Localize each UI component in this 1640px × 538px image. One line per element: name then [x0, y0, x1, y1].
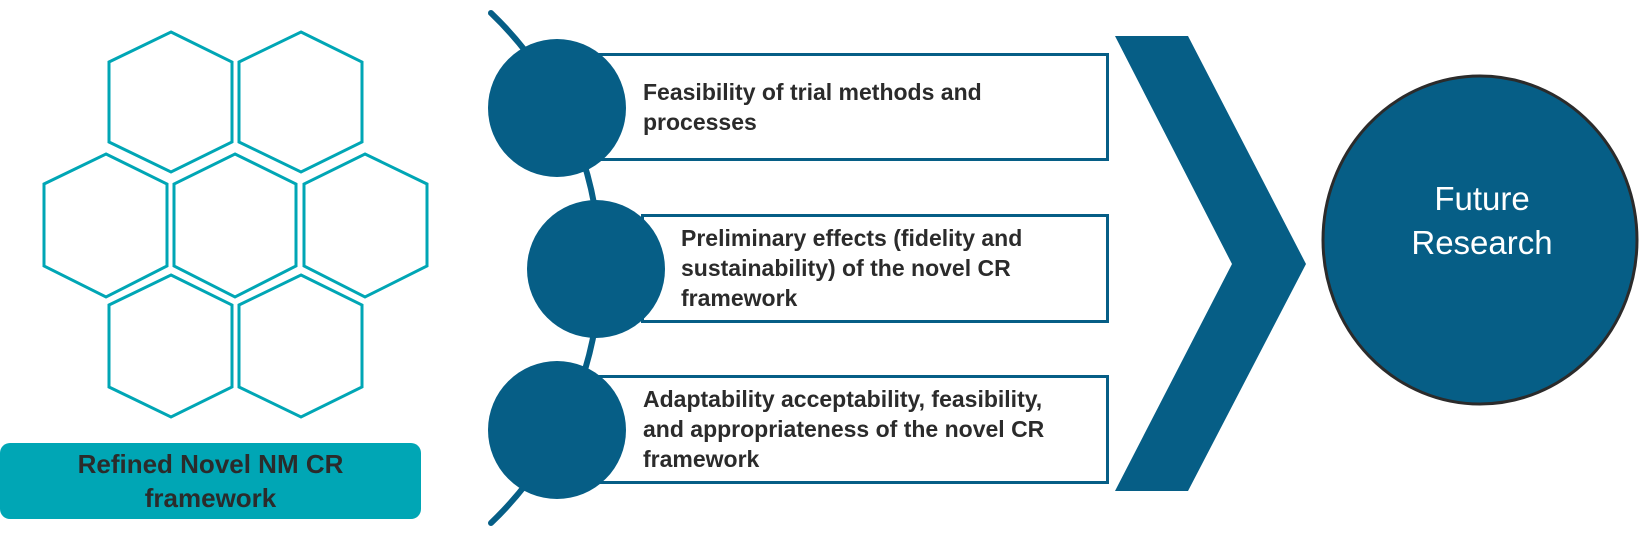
hexagon-icon — [42, 152, 169, 299]
framework-label: Refined Novel NM CR framework — [0, 443, 421, 519]
chevron-right-icon — [1115, 36, 1306, 491]
hexagon-cluster — [42, 30, 429, 419]
item-text-2: Preliminary effects (fidelity and sustai… — [681, 225, 1023, 311]
item-text-1: Feasibility of trial methods and process… — [643, 79, 982, 135]
hexagon-icon — [237, 273, 364, 419]
item-box-3 — [597, 375, 1109, 484]
hexagon-icon — [302, 152, 429, 299]
hexagon-icon — [107, 30, 234, 174]
item-text-3: Adaptability acceptability, feasibility,… — [643, 386, 1045, 472]
future-research-circle — [1321, 74, 1639, 406]
item-box-1 — [597, 53, 1109, 161]
hexagon-icon — [172, 152, 298, 299]
framework-label-text: Refined Novel NM CR framework — [77, 449, 344, 513]
bullet-circle-1 — [488, 39, 626, 177]
item-box-2 — [641, 214, 1109, 323]
future-research-title: Future Research — [1411, 180, 1553, 261]
hexagon-icon — [107, 273, 234, 419]
hexagon-icon — [237, 30, 364, 174]
bullet-circle-2 — [527, 200, 665, 338]
bullet-circle-3 — [488, 361, 626, 499]
